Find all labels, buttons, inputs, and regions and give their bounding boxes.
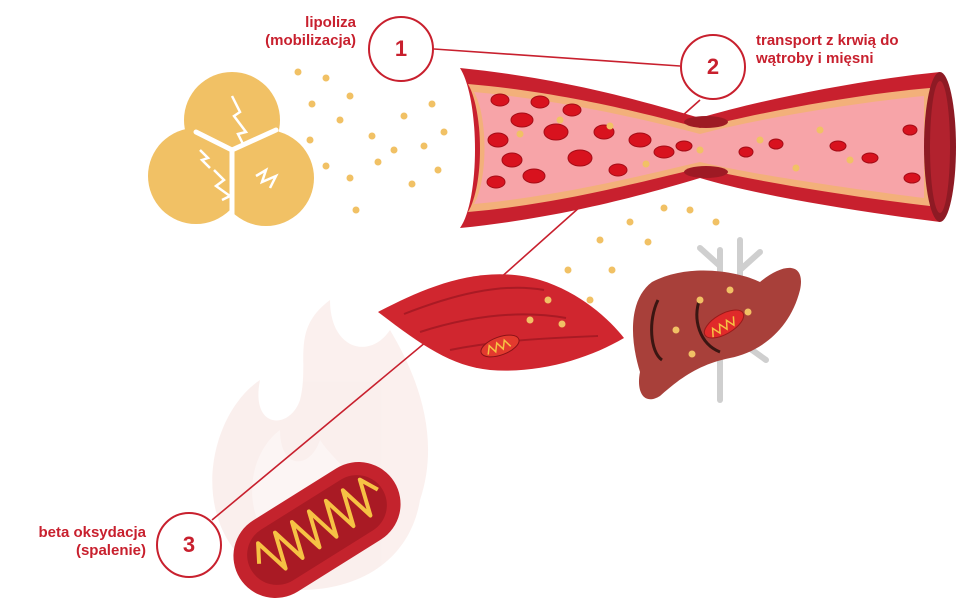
step-2-badge: 2 [680,34,746,100]
step-1-badge: 1 [368,16,434,82]
step-3-number: 3 [183,532,195,558]
muscle [378,274,624,370]
step-3-label: beta oksydacja (spalenie) [38,524,146,560]
step-1-label: lipoliza (mobilizacja) [265,14,356,50]
liver [633,240,801,400]
fat-cell-cluster [148,72,314,226]
step-1-label-line-2: (mobilizacja) [265,32,356,50]
step-3-label-line-1: beta oksydacja [38,524,146,542]
step-3-label-line-2: (spalenie) [38,542,146,560]
step-2-label-line-2: wątroby i mięsni [756,50,899,68]
step-2-label: transport z krwią do wątroby i mięsni [756,32,899,68]
step-3-badge: 3 [156,512,222,578]
step-2-number: 2 [707,54,719,80]
step-1-label-line-1: lipoliza [265,14,356,32]
step-2-label-line-1: transport z krwią do [756,32,899,50]
step-1-number: 1 [395,36,407,62]
